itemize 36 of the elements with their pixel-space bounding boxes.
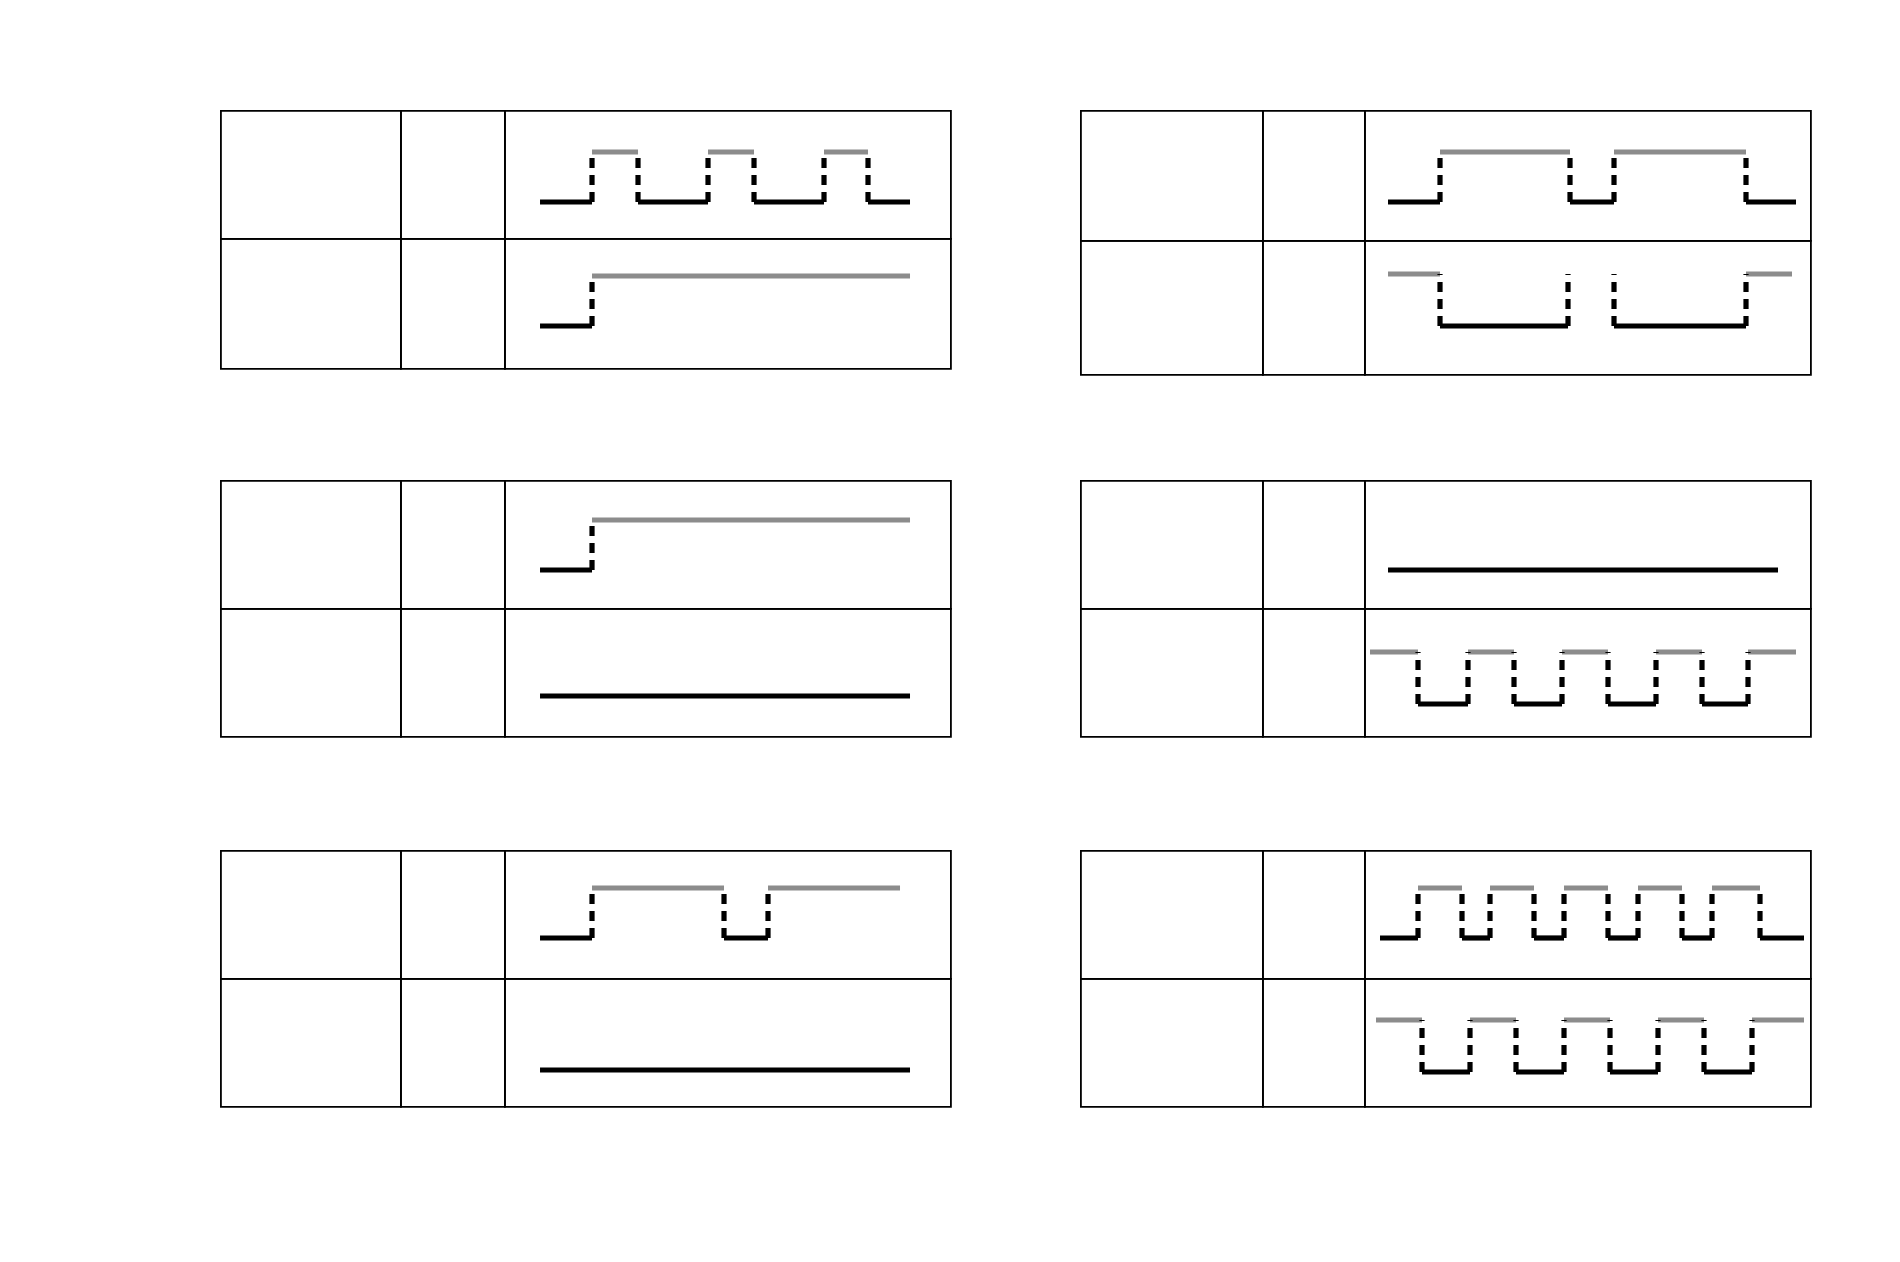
table-cell xyxy=(220,110,402,240)
table-cell xyxy=(400,480,506,610)
table-cell xyxy=(220,238,402,370)
table-cell xyxy=(1364,110,1812,242)
table-cell xyxy=(400,850,506,980)
table-cell xyxy=(1364,978,1812,1108)
table-cell xyxy=(1364,480,1812,610)
table-cell xyxy=(1262,240,1366,376)
table-cell xyxy=(400,110,506,240)
table-cell xyxy=(1080,480,1264,610)
table-cell xyxy=(1364,850,1812,980)
table-cell xyxy=(220,480,402,610)
table-cell xyxy=(1080,850,1264,980)
table-cell xyxy=(220,608,402,738)
table-cell xyxy=(1080,110,1264,242)
table-cell xyxy=(504,978,952,1108)
table-cell xyxy=(504,238,952,370)
table-cell xyxy=(504,110,952,240)
table-cell xyxy=(504,850,952,980)
table-cell xyxy=(400,238,506,370)
table-cell xyxy=(1262,480,1366,610)
table-cell xyxy=(400,608,506,738)
table-cell xyxy=(1364,240,1812,376)
table-cell xyxy=(1080,978,1264,1108)
table-cell xyxy=(1080,608,1264,738)
table-cell xyxy=(1262,110,1366,242)
table-cell xyxy=(1262,608,1366,738)
table-cell xyxy=(1262,978,1366,1108)
table-cell xyxy=(400,978,506,1108)
table-cell xyxy=(1080,240,1264,376)
table-cell xyxy=(504,480,952,610)
table-cell xyxy=(504,608,952,738)
table-cell xyxy=(1262,850,1366,980)
table-cell xyxy=(220,850,402,980)
table-cell xyxy=(220,978,402,1108)
table-cell xyxy=(1364,608,1812,738)
